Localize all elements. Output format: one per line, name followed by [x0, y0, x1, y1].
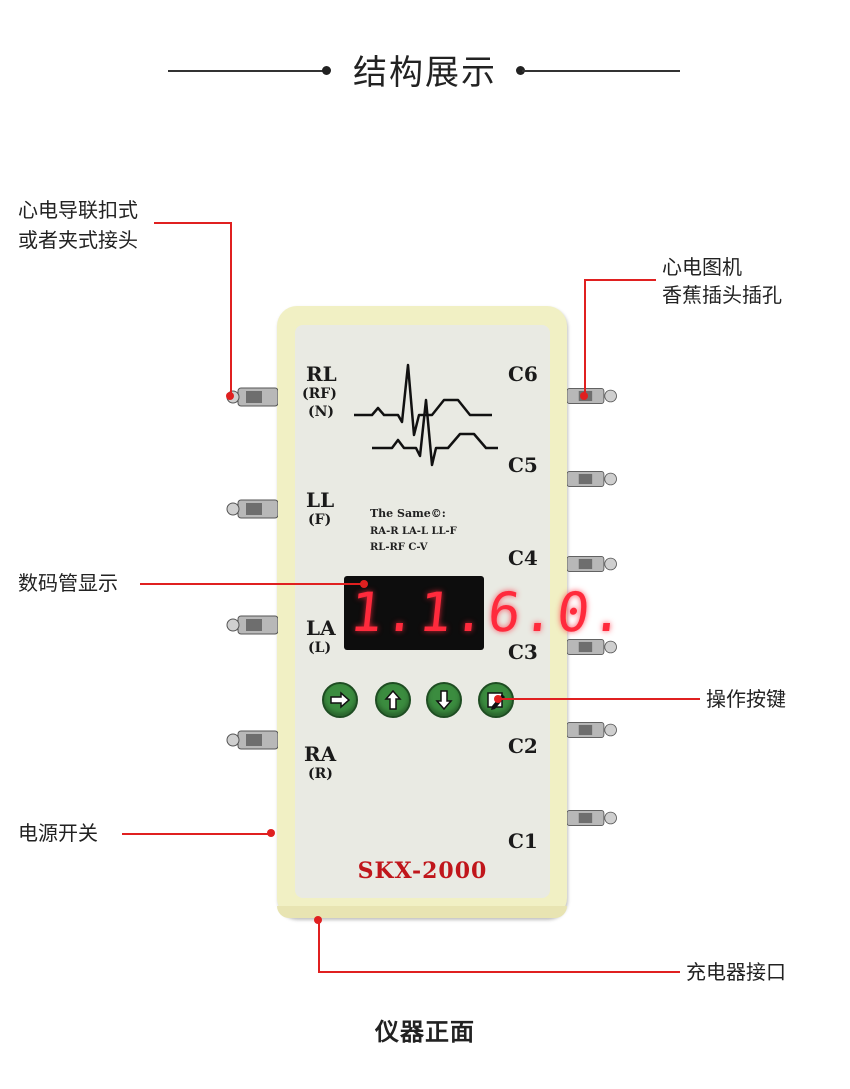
lead-sublabel-la: (L) — [308, 640, 332, 656]
connector-c6[interactable] — [567, 381, 619, 411]
lead-equivalence-title: The Same©: — [370, 507, 446, 520]
connector-c5[interactable] — [567, 464, 619, 494]
callout-line-charging-port-h — [318, 971, 680, 973]
connector-c1[interactable] — [567, 803, 619, 833]
lead-equivalence-line1: RA-R LA-L LL-F — [370, 526, 457, 537]
lead-sublabel-rl-n: (N) — [308, 404, 335, 420]
lead-label-ll: LL — [306, 488, 335, 512]
lead-sublabel-ra: (R) — [308, 766, 333, 782]
callout-line-digital-display — [140, 583, 362, 585]
arrow-up-icon — [384, 689, 402, 710]
connector-la[interactable] — [226, 610, 278, 640]
connector-ra[interactable] — [226, 725, 278, 755]
callout-digital-display: 数码管显示 — [18, 571, 118, 595]
lead-label-la: LA — [306, 616, 336, 640]
callout-lead-connector-line2: 或者夹式接头 — [18, 228, 138, 252]
simulator-base — [277, 906, 567, 918]
callout-line-operation-keys — [500, 698, 700, 700]
page-title: 结构展示 — [353, 53, 497, 93]
callout-dot-power-switch — [267, 829, 275, 837]
arrow-right-icon — [330, 691, 351, 709]
callout-charging-port: 充电器接口 — [686, 960, 786, 984]
lead-label-c5: C5 — [508, 453, 538, 477]
connector-ll[interactable] — [226, 494, 278, 524]
down-button[interactable] — [426, 682, 462, 718]
up-button[interactable] — [375, 682, 411, 718]
callout-line-charging-port-v — [318, 920, 320, 972]
callout-line-ecg-jack-v — [584, 279, 586, 395]
callout-ecg-jack-line2: 香蕉插头插孔 — [662, 283, 782, 307]
callout-lead-connector-line1: 心电导联扣式 — [18, 198, 138, 222]
callout-ecg-jack-line1: 心电图机 — [662, 255, 742, 279]
arrow-down-icon — [435, 690, 453, 711]
connector-c4[interactable] — [567, 549, 619, 579]
ecg-waveform-icon — [354, 363, 498, 467]
header-dot-right — [516, 66, 525, 75]
callout-operation-keys: 操作按键 — [706, 687, 786, 711]
header-line-right — [522, 70, 680, 72]
callout-dot-digital-display — [360, 580, 368, 588]
callout-line-lead-connector-h — [154, 222, 232, 224]
lead-sublabel-rl: (RF) — [302, 386, 337, 402]
header-line-left — [168, 70, 326, 72]
footer-title: 仪器正面 — [375, 1018, 475, 1046]
lead-label-c4: C4 — [508, 546, 538, 570]
callout-power-switch: 电源开关 — [18, 821, 98, 845]
callout-line-lead-connector-v — [230, 222, 232, 394]
callout-line-ecg-jack-h — [584, 279, 656, 281]
lead-label-c6: C6 — [508, 362, 538, 386]
lead-sublabel-ll: (F) — [308, 512, 332, 528]
model-name: SKX-2000 — [357, 858, 488, 884]
lead-label-rl: RL — [306, 362, 337, 386]
lead-equivalence-line2: RL-RF C-V — [370, 542, 428, 553]
led-display — [344, 576, 484, 650]
lead-label-ra: RA — [304, 742, 337, 766]
lead-label-c2: C2 — [508, 734, 538, 758]
next-button[interactable] — [322, 682, 358, 718]
connector-c2[interactable] — [567, 715, 619, 745]
connector-c3[interactable] — [567, 632, 619, 662]
lead-label-c3: C3 — [508, 640, 538, 664]
callout-dot-ecg-jack — [580, 392, 588, 400]
callout-dot-lead-connector — [226, 392, 234, 400]
header-dot-left — [322, 66, 331, 75]
callout-dot-operation-keys — [494, 695, 502, 703]
lead-label-c1: C1 — [508, 829, 538, 853]
led-display-value: 1.1.6.0. — [347, 581, 630, 644]
callout-line-power-switch — [122, 833, 270, 835]
